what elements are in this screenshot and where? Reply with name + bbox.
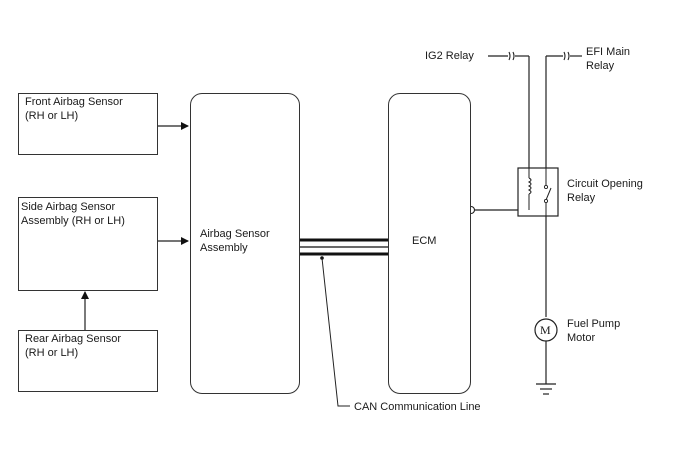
circuit-opening-relay-symbol: [517, 167, 559, 217]
front-airbag-sensor-box: [18, 93, 158, 155]
efi-relay-wire: [545, 51, 582, 168]
rear-airbag-sensor-label: Rear Airbag Sensor (RH or LH): [25, 333, 121, 359]
efi-main-relay-label: EFI Main Relay: [586, 46, 631, 72]
can-leader-line: [321, 257, 350, 407]
front-airbag-sensor-label: Front Airbag Sensor (RH or LH): [25, 96, 123, 122]
side-airbag-sensor-label: Side Airbag Sensor Assembly (RH or LH): [21, 201, 125, 227]
ecm-box: [388, 93, 471, 394]
ig2-relay-wire: [488, 51, 530, 168]
ground-symbol: [536, 383, 556, 395]
can-communication-line-label: CAN Communication Line: [354, 401, 481, 413]
circuit-opening-relay-label: Circuit Opening Relay: [567, 178, 643, 204]
rear-airbag-sensor-box: [18, 330, 158, 392]
ecm-label: ECM: [412, 235, 437, 247]
fuel-pump-motor-label: Fuel Pump Motor: [567, 318, 621, 344]
airbag-sensor-assembly-box: [190, 93, 300, 394]
side-airbag-sensor-box: [18, 197, 158, 291]
can-bus-lines: [300, 238, 388, 256]
motor-symbol-letter: M: [540, 323, 551, 337]
airbag-sensor-assembly-label: Airbag Sensor Assembly: [200, 228, 270, 254]
ig2-relay-label: IG2 Relay: [425, 50, 474, 62]
